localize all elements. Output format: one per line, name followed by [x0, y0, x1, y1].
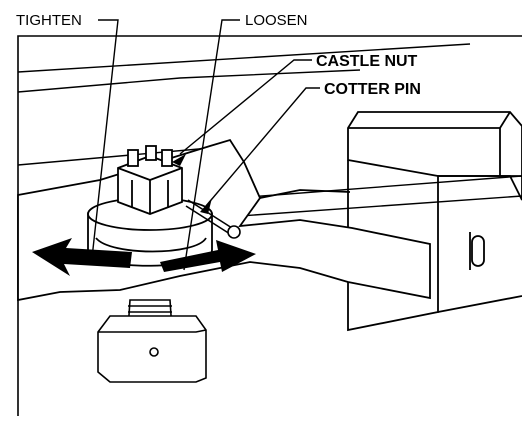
tighten-arrow	[32, 238, 132, 276]
cross-bar	[209, 175, 522, 217]
castle-nut-leader	[179, 59, 312, 155]
loosen-leader	[183, 19, 240, 271]
receiver-bracket	[347, 111, 522, 332]
leader-arrowheads	[172, 154, 212, 214]
castle-nut-label: CASTLE NUT	[316, 53, 418, 70]
loosen-label: LOOSEN	[245, 12, 308, 29]
tighten-leader	[91, 19, 119, 259]
bracket-slot	[471, 235, 485, 267]
tighten-label: TIGHTEN	[16, 12, 82, 29]
block-hole	[149, 347, 159, 357]
castle-nut	[117, 145, 183, 215]
leader-lines	[91, 19, 320, 271]
loosen-arrow	[160, 240, 256, 272]
cotter-pin-leader	[205, 87, 320, 207]
cotter-pin-label: COTTER PIN	[324, 81, 421, 98]
threaded-stud	[97, 299, 207, 383]
